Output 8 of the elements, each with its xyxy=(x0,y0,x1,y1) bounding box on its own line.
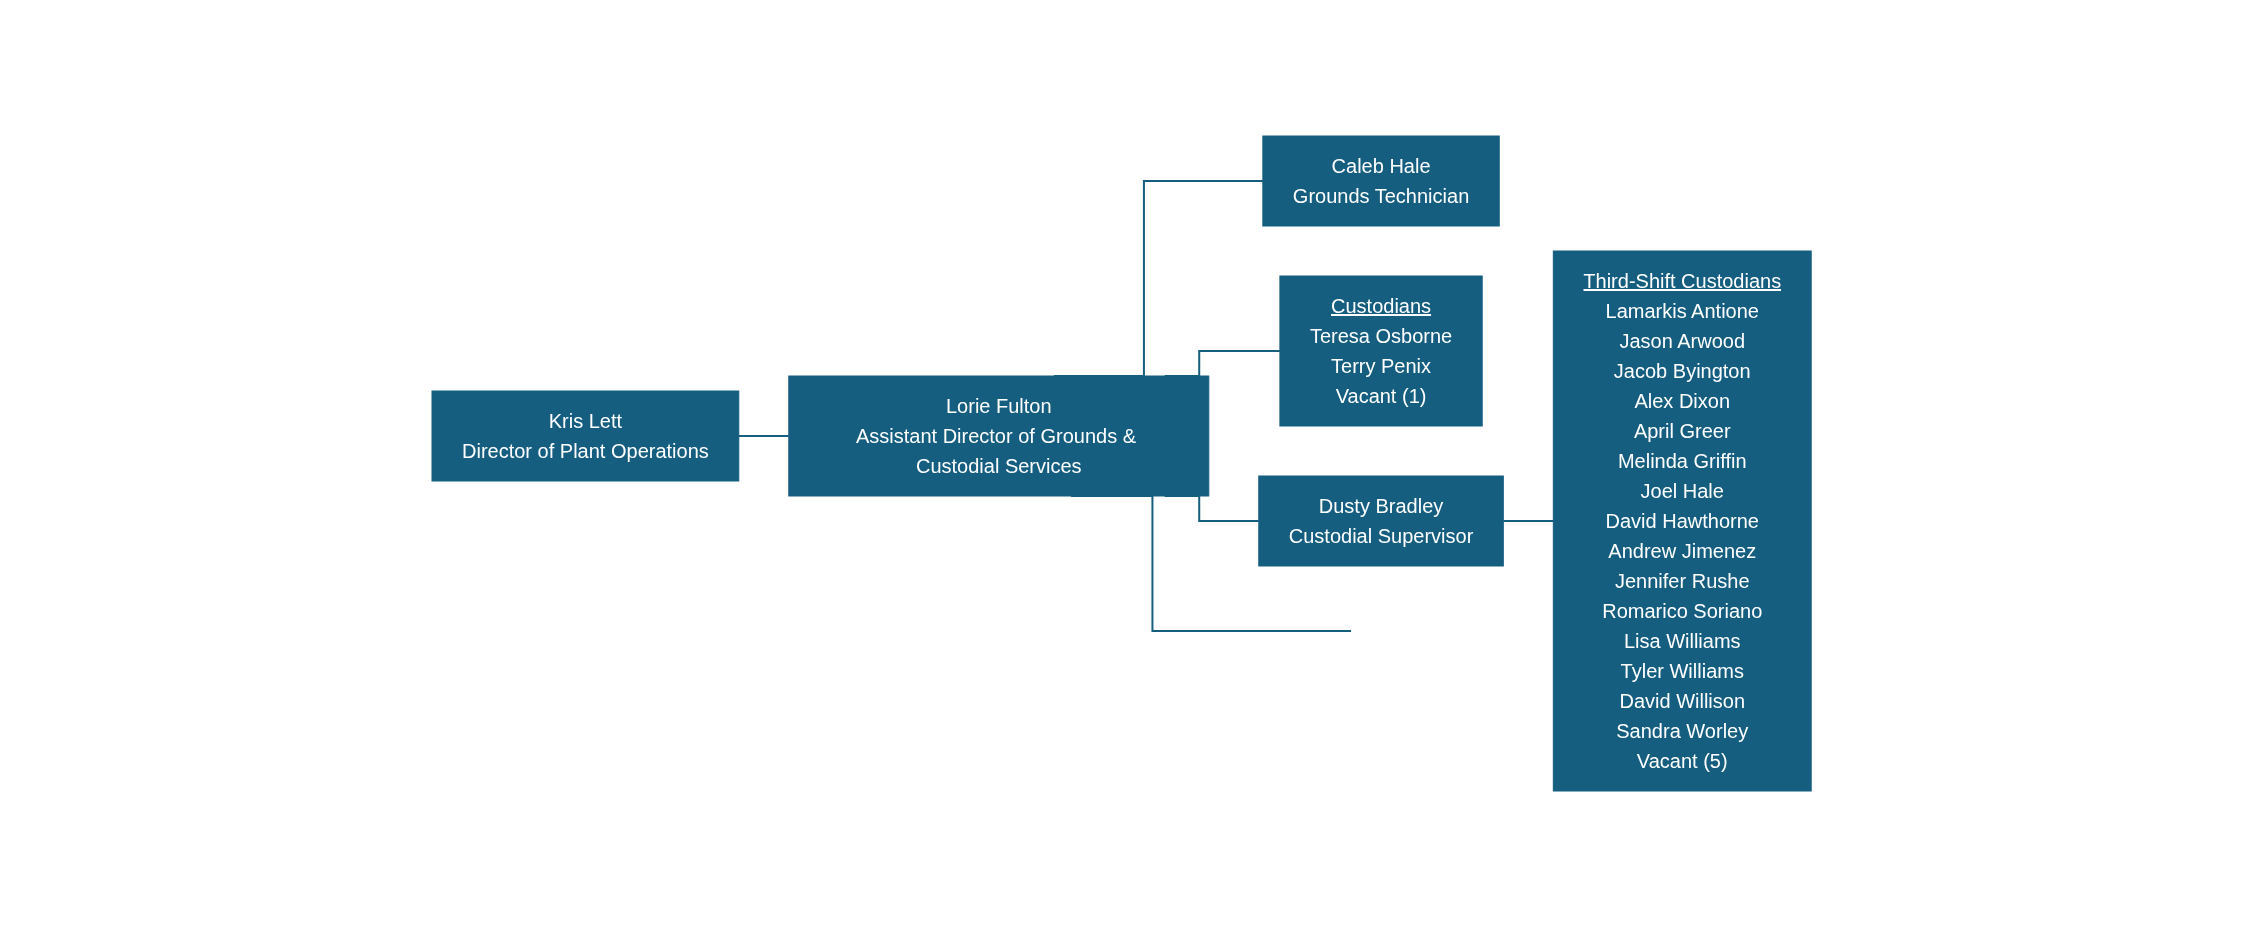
node-box: Third-Shift Custodians Lamarkis Antione Jason Arwood Jacob Byington Alex Dixon April Greer Melinda Griffin Joel Hale David Hawthorne Andrew Jimenez Jennifer Rushe Romarico Soriano Lisa Williams Tyler Williams David Willison Sandra Worley Vacant (5) xyxy=(1553,250,1813,792)
node-box: Kris Lett Director of Plant Operations xyxy=(431,390,740,482)
node-box: Lorie Fulton Assistant Director of Grounds & Custodial Services xyxy=(788,375,1210,497)
node-box: Custodians Teresa Osborne Terry Penix Vacant (1) xyxy=(1279,275,1484,427)
connector xyxy=(1502,520,1555,522)
node-box: Caleb Hale Grounds Technician xyxy=(1262,135,1501,227)
node-box: Dusty Bradley Custodial Supervisor xyxy=(1258,475,1505,567)
connector xyxy=(738,435,791,437)
